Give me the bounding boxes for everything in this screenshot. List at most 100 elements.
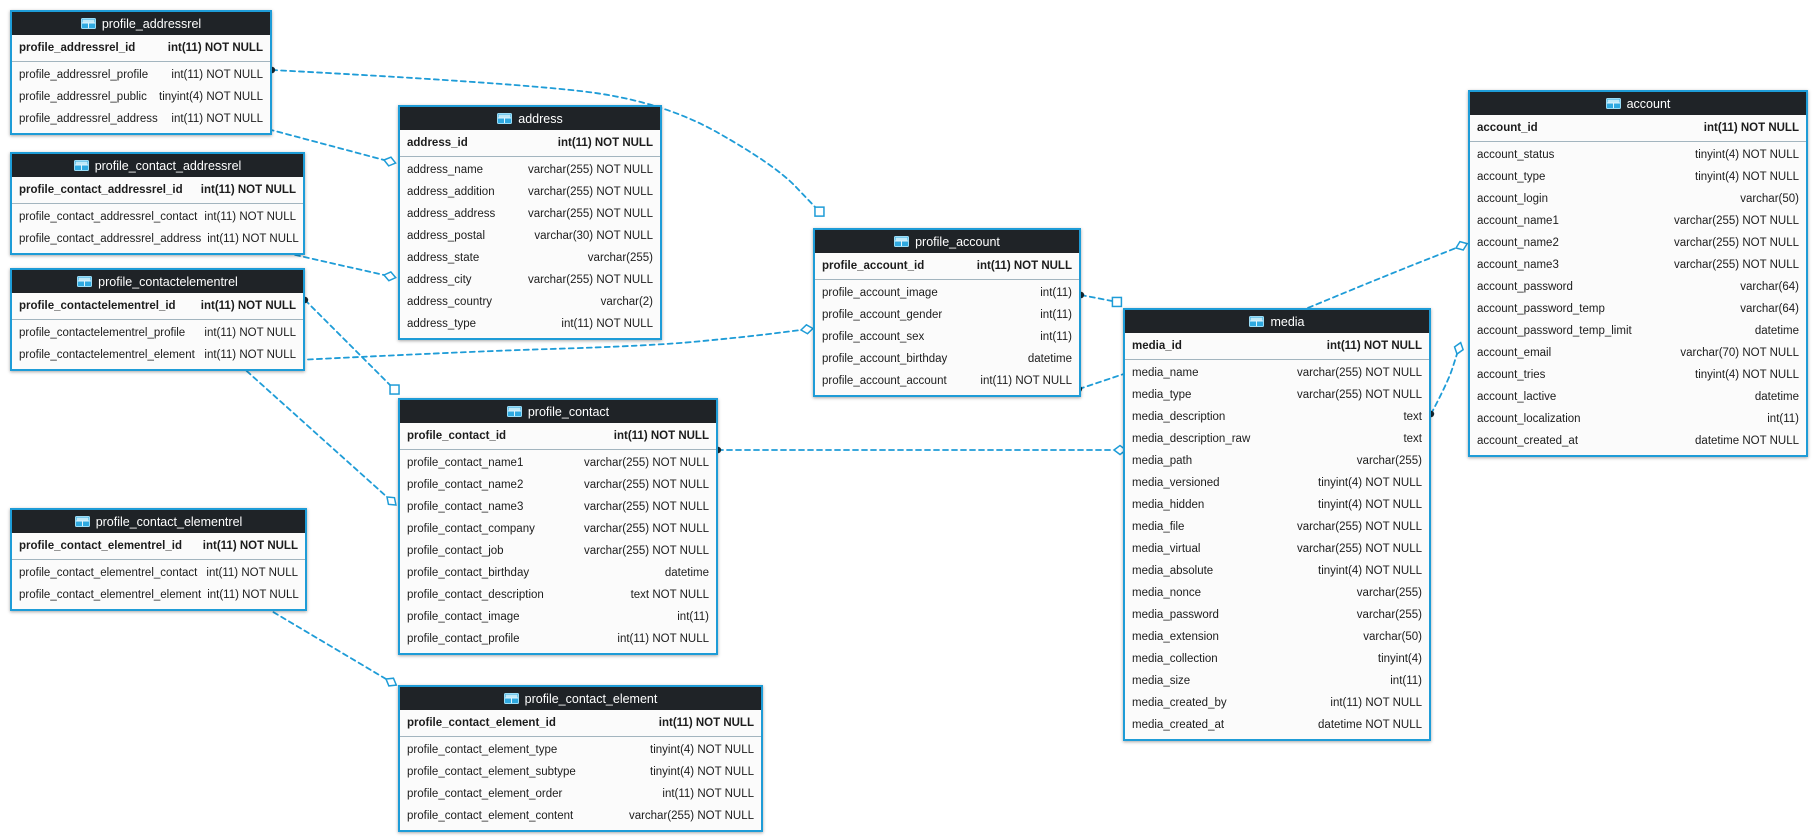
- relationship-profile_contactelementrel-profile_contact-left[interactable]: [236, 361, 399, 509]
- relationship-line[interactable]: [304, 299, 392, 387]
- table-header-profile_contact_addressrel[interactable]: profile_contact_addressrel: [12, 154, 303, 177]
- relationship-line[interactable]: [239, 364, 388, 498]
- relationship-profile_account-media[interactable]: [1077, 291, 1123, 308]
- table-profile_contactelementrel[interactable]: profile_contactelementrel profile_contact…: [10, 268, 305, 371]
- table-header-account[interactable]: account: [1470, 92, 1806, 115]
- relationship-profile_contactelementrel-profile_account[interactable]: [196, 323, 815, 369]
- relationship-media-account[interactable]: [1427, 341, 1465, 418]
- relationship-line[interactable]: [199, 329, 802, 366]
- table-header-profile_contact_elementrel[interactable]: profile_contact_elementrel: [12, 510, 305, 533]
- relationship-line[interactable]: [271, 69, 817, 209]
- relationship-line[interactable]: [259, 126, 385, 161]
- relationship-line[interactable]: [1430, 353, 1458, 415]
- table-header-profile_contact_element[interactable]: profile_contact_element: [400, 687, 761, 710]
- relationship-line[interactable]: [1080, 294, 1113, 302]
- table-header-profile_contact[interactable]: profile_contact: [400, 400, 716, 423]
- table-header-media[interactable]: media: [1125, 310, 1429, 333]
- table-header-profile_account[interactable]: profile_account: [815, 230, 1079, 253]
- table-header-profile_contactelementrel[interactable]: profile_contactelementrel: [12, 270, 303, 293]
- table-header-profile_addressrel[interactable]: profile_addressrel: [12, 12, 270, 35]
- relationship-profile_contact_elementrel-profile_contact_element[interactable]: [254, 599, 399, 689]
- table-header-address[interactable]: address: [400, 107, 660, 130]
